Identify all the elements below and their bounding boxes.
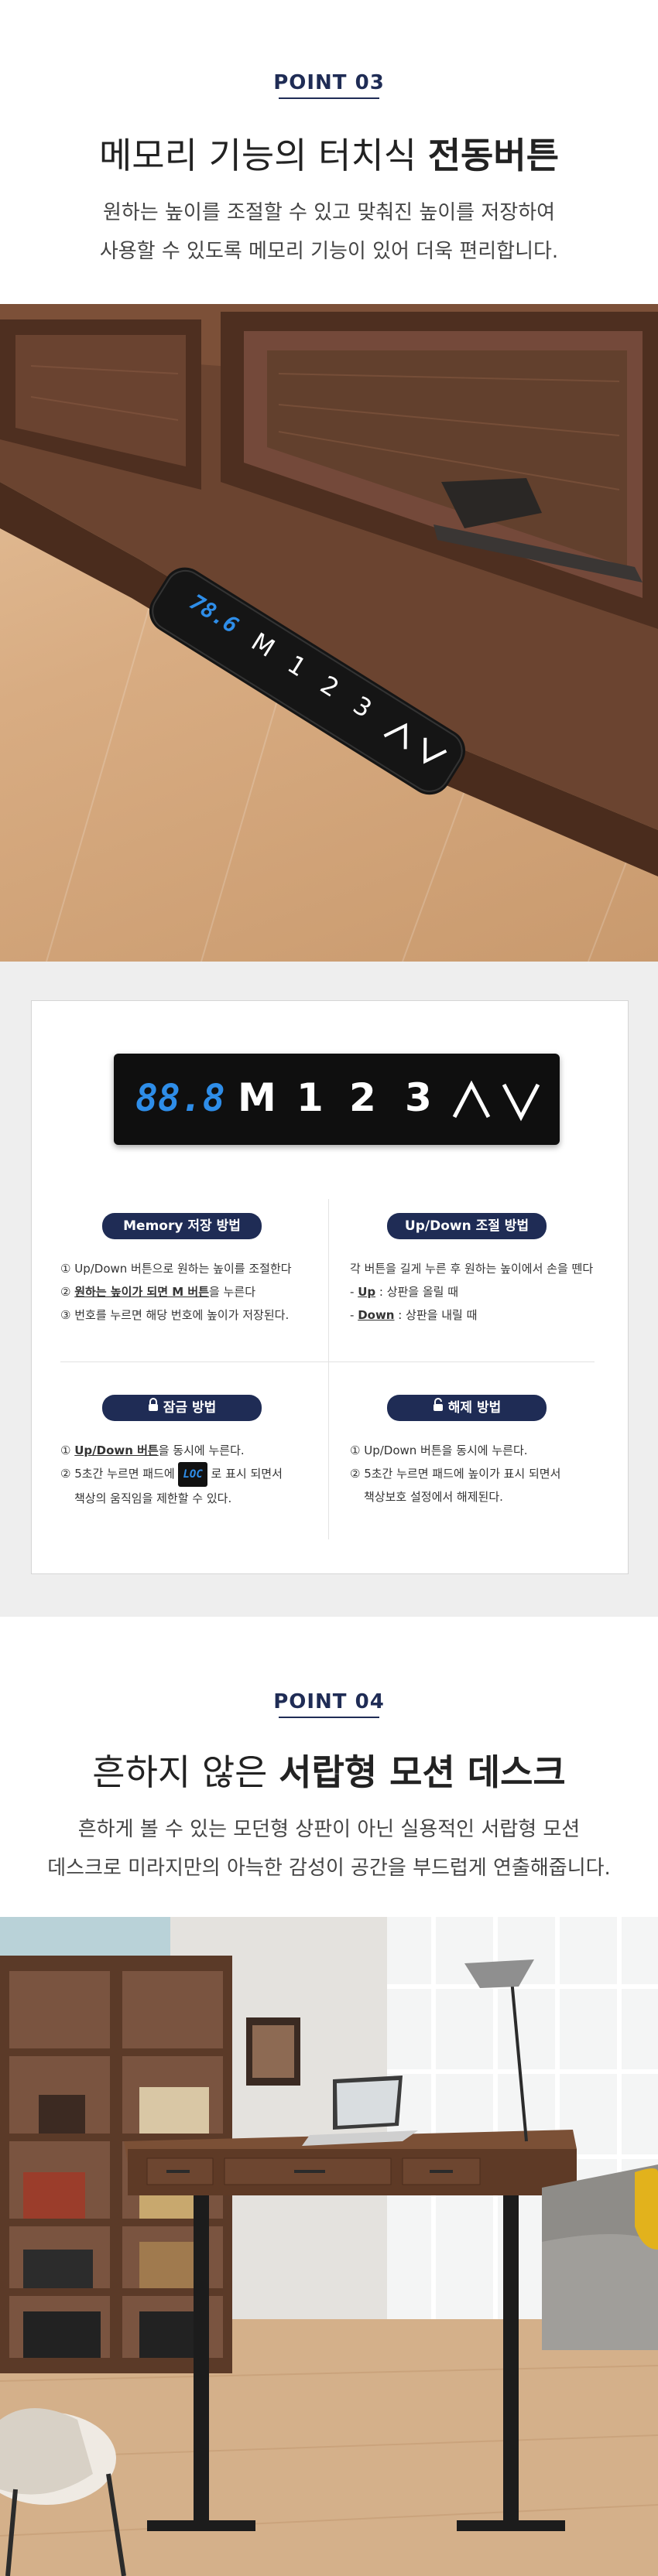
column-divider	[328, 1199, 329, 1539]
room-desk-photo	[0, 1917, 658, 2576]
point-03-label: POINT 03	[273, 71, 385, 94]
memory-step-1: ① Up/Down 버튼으로 원하는 높이를 조절한다	[60, 1262, 292, 1276]
lock-badge-label: 잠금 방법	[163, 1400, 217, 1416]
section4-description: 흔하게 볼 수 있는 모던형 상판이 아닌 실용적인 서랍형 모션 데스크로 미…	[0, 1810, 658, 1888]
room-desk-illustration	[0, 1917, 658, 2576]
lock-icon	[148, 1395, 159, 1421]
panel-up-down-icons	[452, 1080, 540, 1122]
photo-pad-key-m: M	[246, 627, 280, 663]
lock-steps: ① Up/Down 버튼을 동시에 누른다. ② 5초간 누르면 패드에 LOC…	[60, 1439, 327, 1510]
section4-title: 흔하지 않은 서랍형 모션 데스크	[0, 1744, 658, 1795]
unlock-badge: 해제 방법	[387, 1395, 547, 1421]
section3-title-normal: 메모리 기능의 터치식	[98, 135, 428, 176]
panel-key-m: M	[238, 1075, 276, 1120]
down-arrow-icon	[502, 1083, 540, 1122]
panel-key-3: 3	[405, 1075, 432, 1120]
loc-display-chip: LOC	[178, 1462, 207, 1487]
unlock-step-2: ② 5초간 누르면 패드에 높이가 표시 되면서	[350, 1467, 561, 1481]
point-04-label: POINT 04	[273, 1690, 385, 1713]
control-panel: 88.8 M 1 2 3	[114, 1054, 560, 1145]
lock-step-1: ① Up/Down 버튼을 동시에 누른다.	[60, 1443, 245, 1457]
point-03-underline	[279, 97, 379, 99]
panel-key-1: 1	[296, 1075, 324, 1120]
unlock-badge-label: 해제 방법	[447, 1400, 502, 1416]
memory-steps: ① Up/Down 버튼으로 원하는 높이를 조절한다 ② 원하는 높이가 되면…	[60, 1257, 324, 1327]
section3-title-bold: 전동버튼	[427, 135, 560, 176]
section4-desc-line2: 데스크로 미라지만의 아늑한 감성이 공간을 부드럽게 연출해줍니다.	[47, 1857, 611, 1880]
lock-badge: 잠금 방법	[102, 1395, 262, 1421]
section4-title-normal: 흔하지 않은	[92, 1751, 279, 1793]
unlock-icon	[433, 1395, 444, 1421]
updown-step-down: - Down : 상판을 내릴 때	[350, 1308, 478, 1322]
unlock-step-3: 책상보호 설정에서 해제된다.	[364, 1490, 503, 1504]
updown-step-up: - Up : 상판을 올릴 때	[350, 1285, 459, 1299]
section4-title-bold: 서랍형 모션 데스크	[279, 1751, 566, 1793]
section3-desc-line2: 사용할 수 있도록 메모리 기능이 있어 더욱 편리합니다.	[99, 240, 559, 263]
unlock-step-1: ① Up/Down 버튼을 동시에 누른다.	[350, 1443, 528, 1457]
section3-description: 원하는 높이를 조절할 수 있고 맞춰진 높이를 저장하여 사용할 수 있도록 …	[0, 193, 658, 271]
row-divider	[60, 1361, 595, 1362]
section3-desc-line1: 원하는 높이를 조절할 수 있고 맞춰진 높이를 저장하여	[102, 201, 556, 224]
section4-desc-line1: 흔하게 볼 수 있는 모던형 상판이 아닌 실용적인 서랍형 모션	[77, 1818, 581, 1841]
photo-pad-key-1: 1	[282, 649, 312, 683]
updown-step-1: 각 버튼을 길게 누른 후 원하는 높이에서 손을 뗀다	[350, 1262, 594, 1276]
photo-pad-key-2: 2	[315, 669, 344, 703]
point-04-underline	[279, 1717, 379, 1718]
desk-panel-illustration	[0, 304, 658, 962]
lock-step-2: ② 5초간 누르면 패드에 LOC 로 표시 되면서	[60, 1462, 327, 1487]
unlock-steps: ① Up/Down 버튼을 동시에 누른다. ② 5초간 누르면 패드에 높이가…	[350, 1439, 613, 1508]
memory-step-3: ③ 번호를 누르면 해당 번호에 높이가 저장된다.	[60, 1308, 290, 1322]
up-arrow-icon	[452, 1080, 491, 1119]
photo-pad-arrow-icons	[383, 723, 447, 764]
photo-control-pad-labels: 78.6 M 1 2 3	[178, 583, 478, 794]
panel-key-2: 2	[349, 1075, 376, 1120]
desk-panel-photo: 78.6 M 1 2 3	[0, 304, 658, 962]
memory-badge: Memory 저장 방법	[102, 1213, 262, 1239]
photo-pad-key-3: 3	[348, 690, 378, 724]
panel-display: 88.8	[135, 1077, 225, 1120]
updown-steps: 각 버튼을 길게 누른 후 원하는 높이에서 손을 뗀다 - Up : 상판을 …	[350, 1257, 613, 1327]
memory-step-2: ② 원하는 높이가 되면 M 버튼을 누른다	[60, 1285, 256, 1299]
updown-badge: Up/Down 조절 방법	[387, 1213, 547, 1239]
lock-step-3: 책상의 움직임을 제한할 수 있다.	[74, 1491, 232, 1505]
section3-title: 메모리 기능의 터치식 전동버튼	[0, 128, 658, 179]
